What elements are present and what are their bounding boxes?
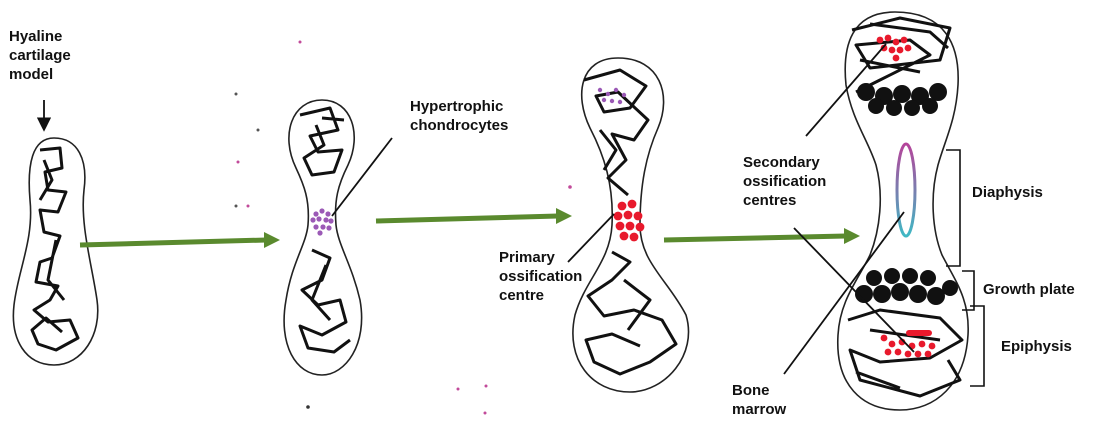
hypertrophic-chondrocytes-cluster [310, 208, 333, 235]
stage-3-primary [573, 58, 689, 392]
upper-epiphysis-scribble [852, 18, 950, 92]
bracket-epiphysis [970, 306, 984, 386]
arrow-stage1-to-stage2 [80, 240, 266, 245]
label-hypertrophic-chondrocytes: Hypertrophic chondrocytes [410, 97, 508, 135]
bracket-diaphysis [946, 150, 960, 266]
label-epiphysis: Epiphysis [1001, 337, 1072, 356]
label-secondary-ossification-centres: Secondary ossification centres [743, 153, 826, 210]
stage-4-long-bone [838, 12, 968, 410]
cartilage-scribble [32, 148, 78, 350]
arrow-head-2 [556, 208, 572, 224]
arrow-stage2-to-stage3 [376, 216, 558, 221]
label-diaphysis: Diaphysis [972, 183, 1043, 202]
bracket-growth-plate [962, 271, 974, 310]
stage-2-top-scribble [300, 108, 344, 175]
scattered-specks [235, 41, 572, 415]
stage-3-bottom-scribble [586, 252, 676, 374]
stage-2-bottom-scribble [300, 250, 350, 352]
progression-arrows [80, 208, 860, 248]
label-bone-marrow: Bone marrow [732, 381, 786, 419]
label-primary-ossification-centre: Primary ossification centre [499, 248, 582, 305]
arrow-head-1 [264, 232, 280, 248]
label-growth-plate: Growth plate [983, 280, 1075, 299]
lower-growth-plate [855, 268, 958, 305]
arrow-stage3-to-stage4 [664, 236, 846, 240]
stage-1-cartilage-model [13, 138, 97, 365]
upper-growth-plate [857, 83, 947, 116]
diaphysis-ring [897, 144, 915, 236]
label-hyaline-cartilage-model: Hyaline cartilage model [9, 27, 71, 84]
arrow-head-3 [844, 228, 860, 244]
stage-4-outline [838, 12, 968, 410]
stage-2-hypertrophic [284, 100, 362, 375]
